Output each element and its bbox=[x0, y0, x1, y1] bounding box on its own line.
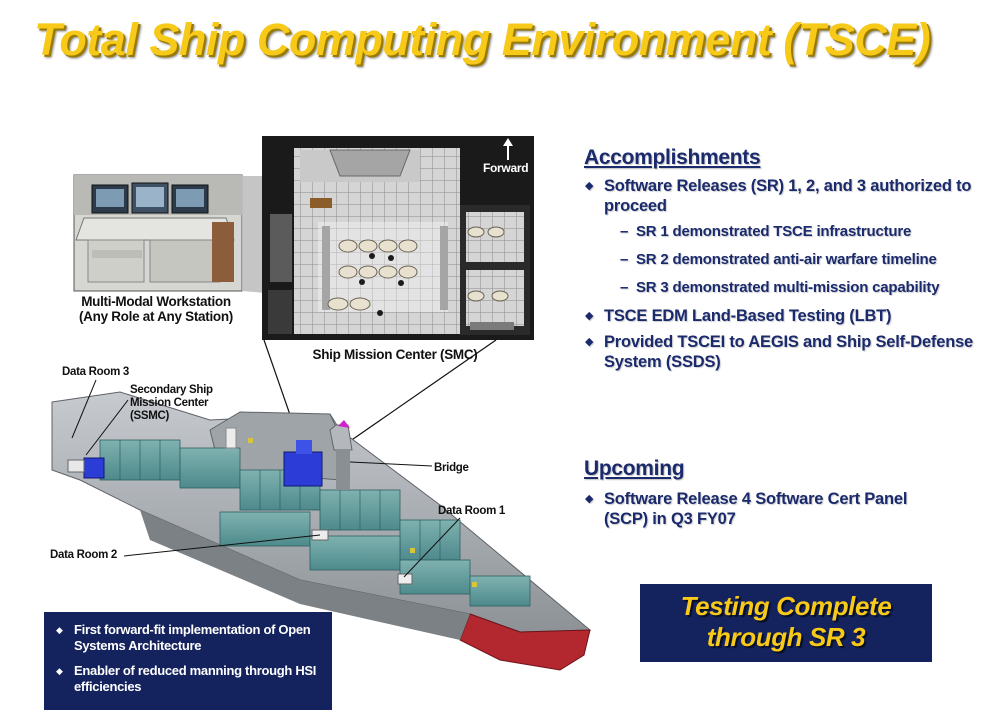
upcoming-section: Upcoming Software Release 4 Software Cer… bbox=[584, 457, 944, 535]
ssmc-label-line3: (SSMC) bbox=[130, 410, 170, 422]
upcoming-list: Software Release 4 Software Cert Panel (… bbox=[584, 489, 914, 529]
testing-complete-banner: Testing Complete through SR 3 bbox=[640, 584, 932, 662]
ship-cutaway bbox=[51, 391, 592, 671]
data-room-1-label: Data Room 1 bbox=[438, 505, 505, 517]
sub-list-item: SR 2 demonstrated anti-air warfare timel… bbox=[604, 250, 984, 270]
workstation-caption: Multi-Modal Workstation (Any Role at Any… bbox=[56, 294, 256, 324]
accomplishments-list: Software Releases (SR) 1, 2, and 3 autho… bbox=[584, 176, 984, 372]
workstation-caption-line2: (Any Role at Any Station) bbox=[78, 309, 233, 324]
page-title: Total Ship Computing Environment (TSCE) bbox=[34, 14, 931, 65]
workstation-photo bbox=[73, 174, 243, 292]
smc-render bbox=[262, 136, 534, 340]
accomplishments-section: Accomplishments Software Releases (SR) 1… bbox=[584, 146, 984, 378]
forward-label: Forward bbox=[483, 161, 529, 175]
list-item: TSCE EDM Land-Based Testing (LBT) bbox=[584, 306, 984, 326]
forward-arrow bbox=[503, 138, 513, 160]
list-item: Enabler of reduced manning through HSI e… bbox=[56, 663, 322, 695]
data-room-2-label: Data Room 2 bbox=[50, 549, 117, 561]
sub-list-item: SR 3 demonstrated multi-mission capabili… bbox=[604, 278, 984, 298]
smc-caption: Ship Mission Center (SMC) bbox=[312, 347, 478, 362]
data-room-3-label: Data Room 3 bbox=[62, 366, 129, 378]
list-item: Provided TSCEI to AEGIS and Ship Self-De… bbox=[584, 332, 984, 372]
sub-list: SR 1 demonstrated TSCE infrastructure SR… bbox=[604, 222, 984, 298]
ssmc-label-line1: Secondary Ship bbox=[130, 384, 213, 396]
list-item-text: Software Releases (SR) 1, 2, and 3 autho… bbox=[604, 177, 972, 215]
upcoming-heading: Upcoming bbox=[584, 457, 685, 480]
workstation-caption-line1: Multi-Modal Workstation bbox=[81, 294, 231, 309]
ssmc-label: Secondary Ship Mission Center (SSMC) bbox=[130, 384, 213, 423]
testing-line2: through SR 3 bbox=[706, 622, 866, 652]
accomplishments-heading: Accomplishments bbox=[584, 146, 761, 169]
list-item: Software Release 4 Software Cert Panel (… bbox=[584, 489, 914, 529]
ssmc-label-line2: Mission Center bbox=[130, 397, 209, 409]
sub-list-item: SR 1 demonstrated TSCE infrastructure bbox=[604, 222, 984, 242]
list-item: Software Releases (SR) 1, 2, and 3 autho… bbox=[584, 176, 984, 298]
bridge-label: Bridge bbox=[434, 462, 469, 474]
architecture-list: First forward-fit implementation of Open… bbox=[56, 622, 322, 695]
testing-line1: Testing Complete bbox=[680, 591, 892, 621]
list-item: First forward-fit implementation of Open… bbox=[56, 622, 322, 654]
architecture-box: First forward-fit implementation of Open… bbox=[44, 612, 332, 710]
